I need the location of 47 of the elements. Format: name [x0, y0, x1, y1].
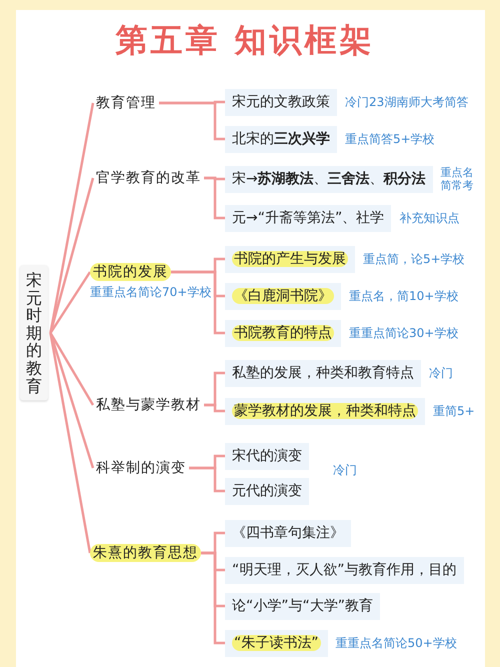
- subtopic-box: 《白鹿洞书院》: [225, 282, 341, 310]
- subtopic-box: 论“小学”与“大学”教育: [225, 592, 380, 620]
- note-text: 重重点名简论70+学校: [90, 284, 212, 300]
- connector-line: [171, 270, 225, 334]
- note-text: 重重点简论30+学校: [349, 325, 458, 341]
- branch-topic: 私塾与蒙学教材: [93, 396, 204, 414]
- branch-topic: 科举制的演变: [93, 459, 189, 477]
- connector-line: [49, 178, 94, 334]
- subtopic-box: 书院教育的特点: [225, 320, 341, 346]
- subtopic-box: 《四书章句集注》: [225, 520, 351, 546]
- note-text: 重点简答5+学校: [345, 131, 435, 147]
- note-text: 重简5+: [433, 403, 475, 419]
- note-text: 冷门23湖南师大考简答: [345, 94, 468, 110]
- connector-line: [49, 102, 94, 334]
- subtopic-box: 宋→苏湖教法、三舍法、积分法: [225, 166, 433, 192]
- subtopic-box: 元代的演变: [225, 478, 309, 504]
- connector-line: [201, 552, 225, 644]
- branch-topic: 书院的发展: [90, 263, 171, 281]
- title: 第五章 知识框架: [114, 20, 376, 60]
- subtopic-box: 书院的产生与发展: [225, 246, 355, 272]
- note-text: 重点名简常考: [440, 166, 475, 192]
- subtopic-box: 宋代的演变: [225, 442, 309, 470]
- connector-line: [159, 102, 225, 140]
- note-text: 重重点名简论50+学校: [336, 635, 457, 651]
- connector-line: [49, 332, 92, 554]
- branch-topic: 官学教育的改革: [93, 169, 204, 187]
- connector-line: [49, 332, 94, 468]
- connector-line: [189, 466, 225, 492]
- subtopic-box: 元→“升斋等第法”、社学: [225, 204, 392, 232]
- note-text: 冷门: [429, 365, 453, 381]
- note-text: 冷门: [333, 462, 357, 478]
- note-text: 重点名，简10+学校: [349, 288, 458, 304]
- root-topic-box: 宋元时期的教育: [20, 265, 48, 401]
- connector-line: [204, 176, 225, 220]
- connector-line: [49, 332, 94, 406]
- branch-topic: 教育管理: [93, 94, 159, 112]
- note-text: 重点简，论5+学校: [363, 251, 465, 267]
- subtopic-box: 北宋的三次兴学: [225, 126, 337, 152]
- branch-topic: 朱熹的教育思想: [90, 544, 201, 562]
- subtopic-box: “明天理，灭人欲”与教育作用，目的: [225, 556, 464, 584]
- subtopic-box: 蒙学教材的发展，种类和特点: [225, 398, 425, 424]
- connector-line: [204, 404, 225, 412]
- note-text: 补充知识点: [399, 210, 460, 226]
- subtopic-box: 私塾的发展，种类和教育特点: [225, 360, 421, 386]
- subtopic-box: 宋元的文教政策: [225, 88, 337, 116]
- subtopic-box: “朱子读书法”: [225, 630, 328, 656]
- connector-line: [49, 271, 92, 334]
